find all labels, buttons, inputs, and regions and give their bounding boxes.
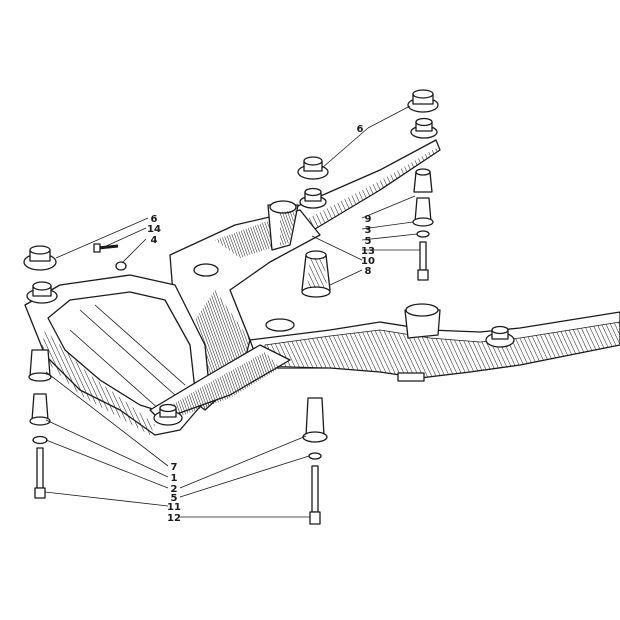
bolt-13 [417,241,429,281]
bush-bottom [302,397,328,443]
callout-5-right: 5 [365,236,372,247]
small-bolt [93,243,119,253]
callout-7: 7 [171,462,178,473]
loose-parts [28,168,434,525]
mount-nut-left [23,245,57,271]
bolt-12 [309,465,321,525]
bush-3 [412,197,434,227]
rubber-mount-8 [301,250,331,298]
bolt-11 [34,447,46,499]
callout-6-top: 6 [357,124,364,135]
cup-left [193,263,219,277]
washer-5-right [416,230,430,238]
callout-5-bottom: 5 [171,493,178,504]
washer-left [32,435,48,445]
bush-left-upper [28,349,52,382]
callout-11: 11 [167,502,181,513]
callout-2: 2 [171,484,178,495]
bush-left-lower [29,393,51,426]
callout-1: 1 [171,473,178,484]
callout-9: 9 [365,214,372,225]
tower-bracket-upper [267,200,299,251]
bush-9 [413,168,433,193]
callout-14: 14 [147,224,161,235]
mount-nut-right-arm [485,325,515,348]
frame-mount-pads [23,89,515,426]
tower-bracket-lower [265,303,441,339]
callout-3: 3 [365,225,372,236]
mount-nut-front [153,403,183,426]
mount-nut-mid [299,187,327,209]
callout-4: 4 [151,235,158,246]
small-nut [115,261,127,271]
mount-nut-upper-right [410,117,438,139]
callout-6-left: 6 [151,214,158,225]
mount-nut-mid-top [297,156,329,180]
callout-12: 12 [167,513,181,524]
subframe-body [24,139,620,436]
callout-13: 13 [361,246,375,257]
mount-nut-top-right [407,89,439,113]
leader-lines [44,105,420,518]
callout-8: 8 [365,266,372,277]
callout-10: 10 [361,256,375,267]
mount-nut-left-lower [26,281,58,304]
washer-bottom [308,452,322,460]
callout-labels: 6 6 14 4 9 3 5 13 10 8 7 1 2 5 11 12 [147,124,375,524]
